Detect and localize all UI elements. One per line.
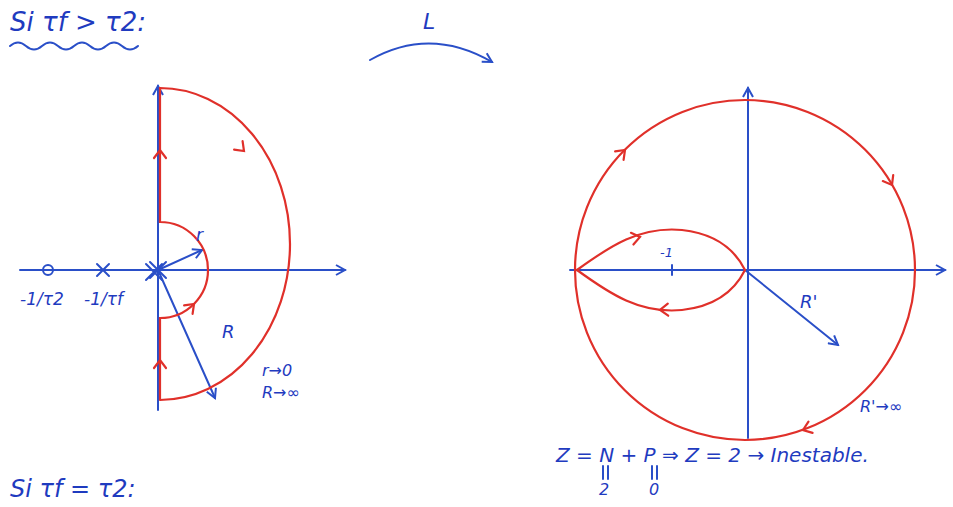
count-value: 2 bbox=[599, 481, 609, 499]
radius-line bbox=[158, 270, 215, 398]
nyquist-plot-loop bbox=[577, 270, 745, 311]
stability-equation: Z = N + P ⇒ Z = 2 → Inestable. bbox=[556, 444, 869, 466]
limit-note: r→0 bbox=[262, 362, 292, 380]
mapping-arrow bbox=[370, 43, 492, 62]
real-axis bbox=[570, 269, 945, 271]
wavy-underline bbox=[10, 43, 138, 50]
radius-line bbox=[745, 270, 838, 345]
limit-note: R→∞ bbox=[262, 384, 300, 402]
nyquist-contour bbox=[160, 88, 290, 400]
direction-arrows bbox=[154, 141, 897, 436]
equals-bars bbox=[603, 466, 657, 479]
pole-symbol bbox=[97, 264, 109, 276]
nyquist-plot-loop bbox=[577, 229, 745, 270]
double-pole-symbol bbox=[146, 262, 166, 280]
case-heading: Si τf > τ2: bbox=[10, 8, 146, 37]
zero-symbol bbox=[43, 265, 53, 275]
pole-label: -1/τf bbox=[84, 290, 123, 309]
radius-label: r bbox=[196, 226, 203, 245]
radius-line bbox=[158, 250, 202, 270]
point-label: -1 bbox=[660, 246, 673, 260]
nyquist-plot-circle bbox=[575, 100, 915, 440]
tick-mark bbox=[671, 265, 673, 275]
count-value: 0 bbox=[649, 481, 659, 499]
real-axis bbox=[20, 269, 345, 271]
limit-note: R'→∞ bbox=[860, 398, 902, 416]
radius-label: R bbox=[222, 322, 235, 342]
imag-axis bbox=[747, 88, 749, 438]
zero-label: -1/τ2 bbox=[20, 290, 64, 309]
mapping-label: L bbox=[423, 10, 435, 34]
case-heading: Si τf = τ2: bbox=[10, 476, 136, 502]
radius-label: R' bbox=[800, 292, 817, 312]
